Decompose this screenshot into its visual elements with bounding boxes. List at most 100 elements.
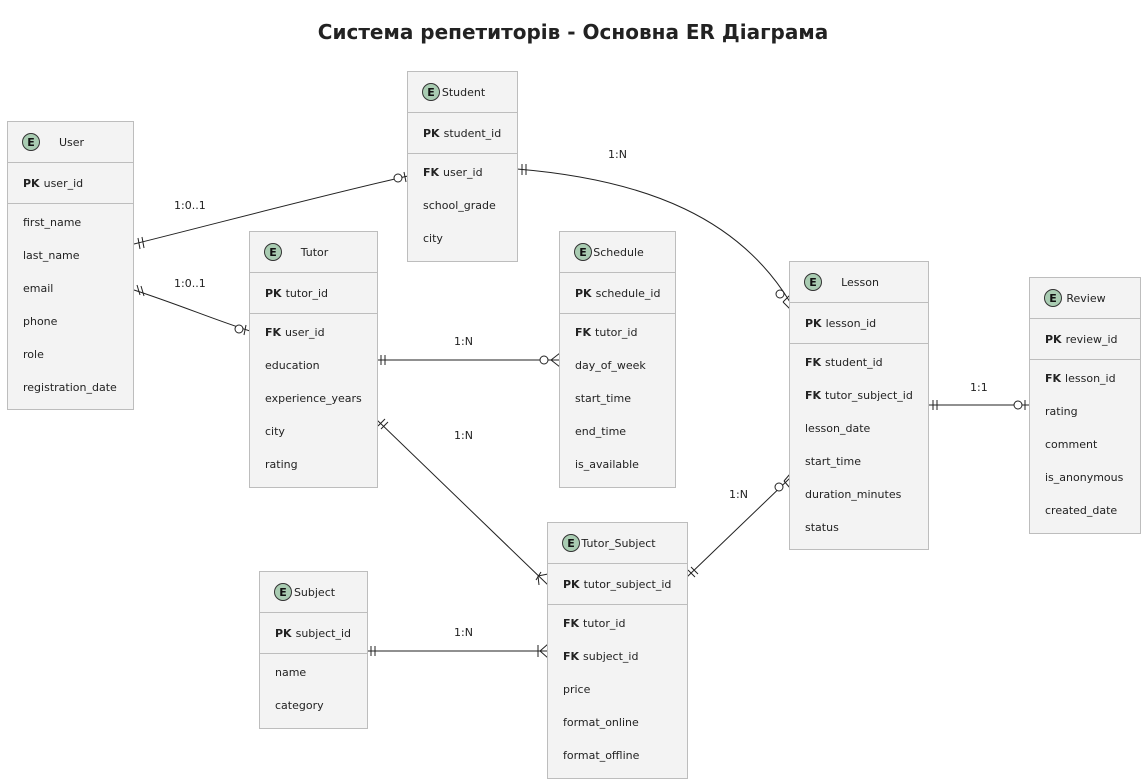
fk-field: user_id <box>285 326 325 339</box>
field: is_anonymous <box>1045 471 1124 484</box>
diagram-title: Система репетиторів - Основна ER Діаграм… <box>317 20 829 44</box>
label-lesson-review: 1:1 <box>970 381 988 394</box>
label-subject-tutor-subject: 1:N <box>454 626 473 639</box>
fk-field: user_id <box>443 166 483 179</box>
entity-name: Schedule <box>593 245 644 259</box>
fk-keyword: FK <box>563 617 580 630</box>
entity-name: Tutor_Subject <box>581 536 656 550</box>
relation-tutor-tutor-subject <box>376 419 549 586</box>
label-tutor-tutor-subject: 1:N <box>454 429 473 442</box>
field: price <box>563 683 591 696</box>
pk-keyword: PK <box>23 176 40 190</box>
field: created_date <box>1045 504 1118 517</box>
field: role <box>23 348 44 361</box>
label-tutor-schedule: 1:N <box>454 335 473 348</box>
entity-header: E Tutor <box>250 232 377 273</box>
pk-keyword: PK <box>575 286 592 300</box>
fk-keyword: FK <box>1045 372 1062 385</box>
pk-keyword: PK <box>275 626 292 640</box>
pk-field: student_id <box>443 126 502 140</box>
pk-field: user_id <box>43 176 84 190</box>
field: is_available <box>575 458 639 471</box>
entity-header: E Schedule <box>560 232 675 273</box>
entity-icon: E <box>274 583 292 601</box>
relation-student-lesson <box>516 168 791 303</box>
entity-icon: E <box>804 273 822 291</box>
fk-field: tutor_id <box>595 326 638 339</box>
entity-name: Student <box>441 85 486 99</box>
entity-header: E Student <box>408 72 517 113</box>
label-user-tutor: 1:0..1 <box>174 277 206 290</box>
entity-name: Subject <box>293 585 336 599</box>
field: phone <box>23 315 58 328</box>
pk-keyword: PK <box>265 286 282 300</box>
relation-user-student <box>133 175 409 245</box>
fk-keyword: FK <box>265 326 282 339</box>
pk-field: subject_id <box>295 626 352 640</box>
label-tutor-subject-lesson: 1:N <box>729 488 748 501</box>
entity-icon: E <box>562 534 580 552</box>
entity-header: E Lesson <box>790 262 928 303</box>
field: email <box>23 282 54 295</box>
entity-icon: E <box>574 243 592 261</box>
relation-tutor-subject-lesson <box>686 477 791 578</box>
fk-field: subject_id <box>583 650 639 663</box>
fk-field: student_id <box>825 356 883 369</box>
entity-icon: E <box>422 83 440 101</box>
pk-keyword: PK <box>1045 332 1062 346</box>
field: rating <box>1045 405 1078 418</box>
field: format_offline <box>563 749 640 762</box>
pk-keyword: PK <box>805 316 822 330</box>
field: comment <box>1045 438 1098 451</box>
fk-keyword: FK <box>805 389 822 402</box>
entity-header: E Tutor_Subject <box>548 523 687 564</box>
pk-field: review_id <box>1065 332 1118 346</box>
entity-name: Tutor <box>300 245 329 259</box>
pk-field: tutor_id <box>285 286 328 300</box>
entity-name: Review <box>1066 291 1106 305</box>
pk-keyword: PK <box>423 126 440 140</box>
field: day_of_week <box>575 359 646 372</box>
relation-user-tutor <box>133 289 251 332</box>
field: duration_minutes <box>805 488 902 501</box>
entity-name: Lesson <box>841 275 879 289</box>
field: start_time <box>805 455 861 468</box>
field: name <box>275 666 307 679</box>
field: status <box>805 521 839 534</box>
pk-field: schedule_id <box>595 286 661 300</box>
fk-keyword: FK <box>563 650 580 663</box>
fk-keyword: FK <box>575 326 592 339</box>
field: registration_date <box>23 381 117 394</box>
field: end_time <box>575 425 627 438</box>
field: category <box>275 699 324 712</box>
entity-header: E Review <box>1030 278 1140 319</box>
field: education <box>265 359 320 372</box>
field: city <box>265 425 285 438</box>
fk-field: tutor_subject_id <box>825 389 913 402</box>
fk-keyword: FK <box>805 356 822 369</box>
entity-icon: E <box>1044 289 1062 307</box>
fk-field: tutor_id <box>583 617 626 630</box>
entity-icon: E <box>22 133 40 151</box>
label-user-student: 1:0..1 <box>174 199 206 212</box>
field: format_online <box>563 716 639 729</box>
fk-keyword: FK <box>423 166 440 179</box>
